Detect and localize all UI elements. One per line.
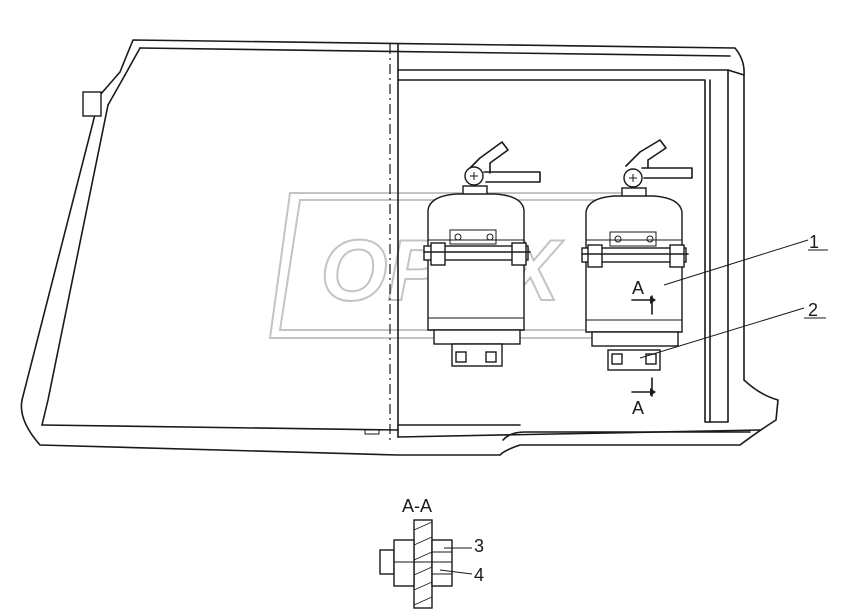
callout-2: 2: [639, 300, 826, 359]
callout-2-label: 2: [808, 300, 818, 320]
section-title: A-A: [402, 496, 432, 516]
section-detail: A-A 3 4: [379, 496, 484, 609]
section-mark-upper: A: [631, 278, 656, 315]
fire-extinguisher-right: [581, 139, 693, 371]
section-mark-lower: A: [631, 377, 656, 418]
section-letter-lower: A: [632, 398, 644, 418]
callout-1-label: 1: [809, 232, 819, 252]
callout-3-label: 3: [474, 536, 484, 556]
callout-1: 1: [663, 232, 828, 286]
cab-wall: [20, 39, 779, 456]
callout-4-label: 4: [474, 565, 484, 585]
section-letter-upper: A: [632, 278, 644, 298]
fire-extinguisher-left: [423, 141, 541, 367]
